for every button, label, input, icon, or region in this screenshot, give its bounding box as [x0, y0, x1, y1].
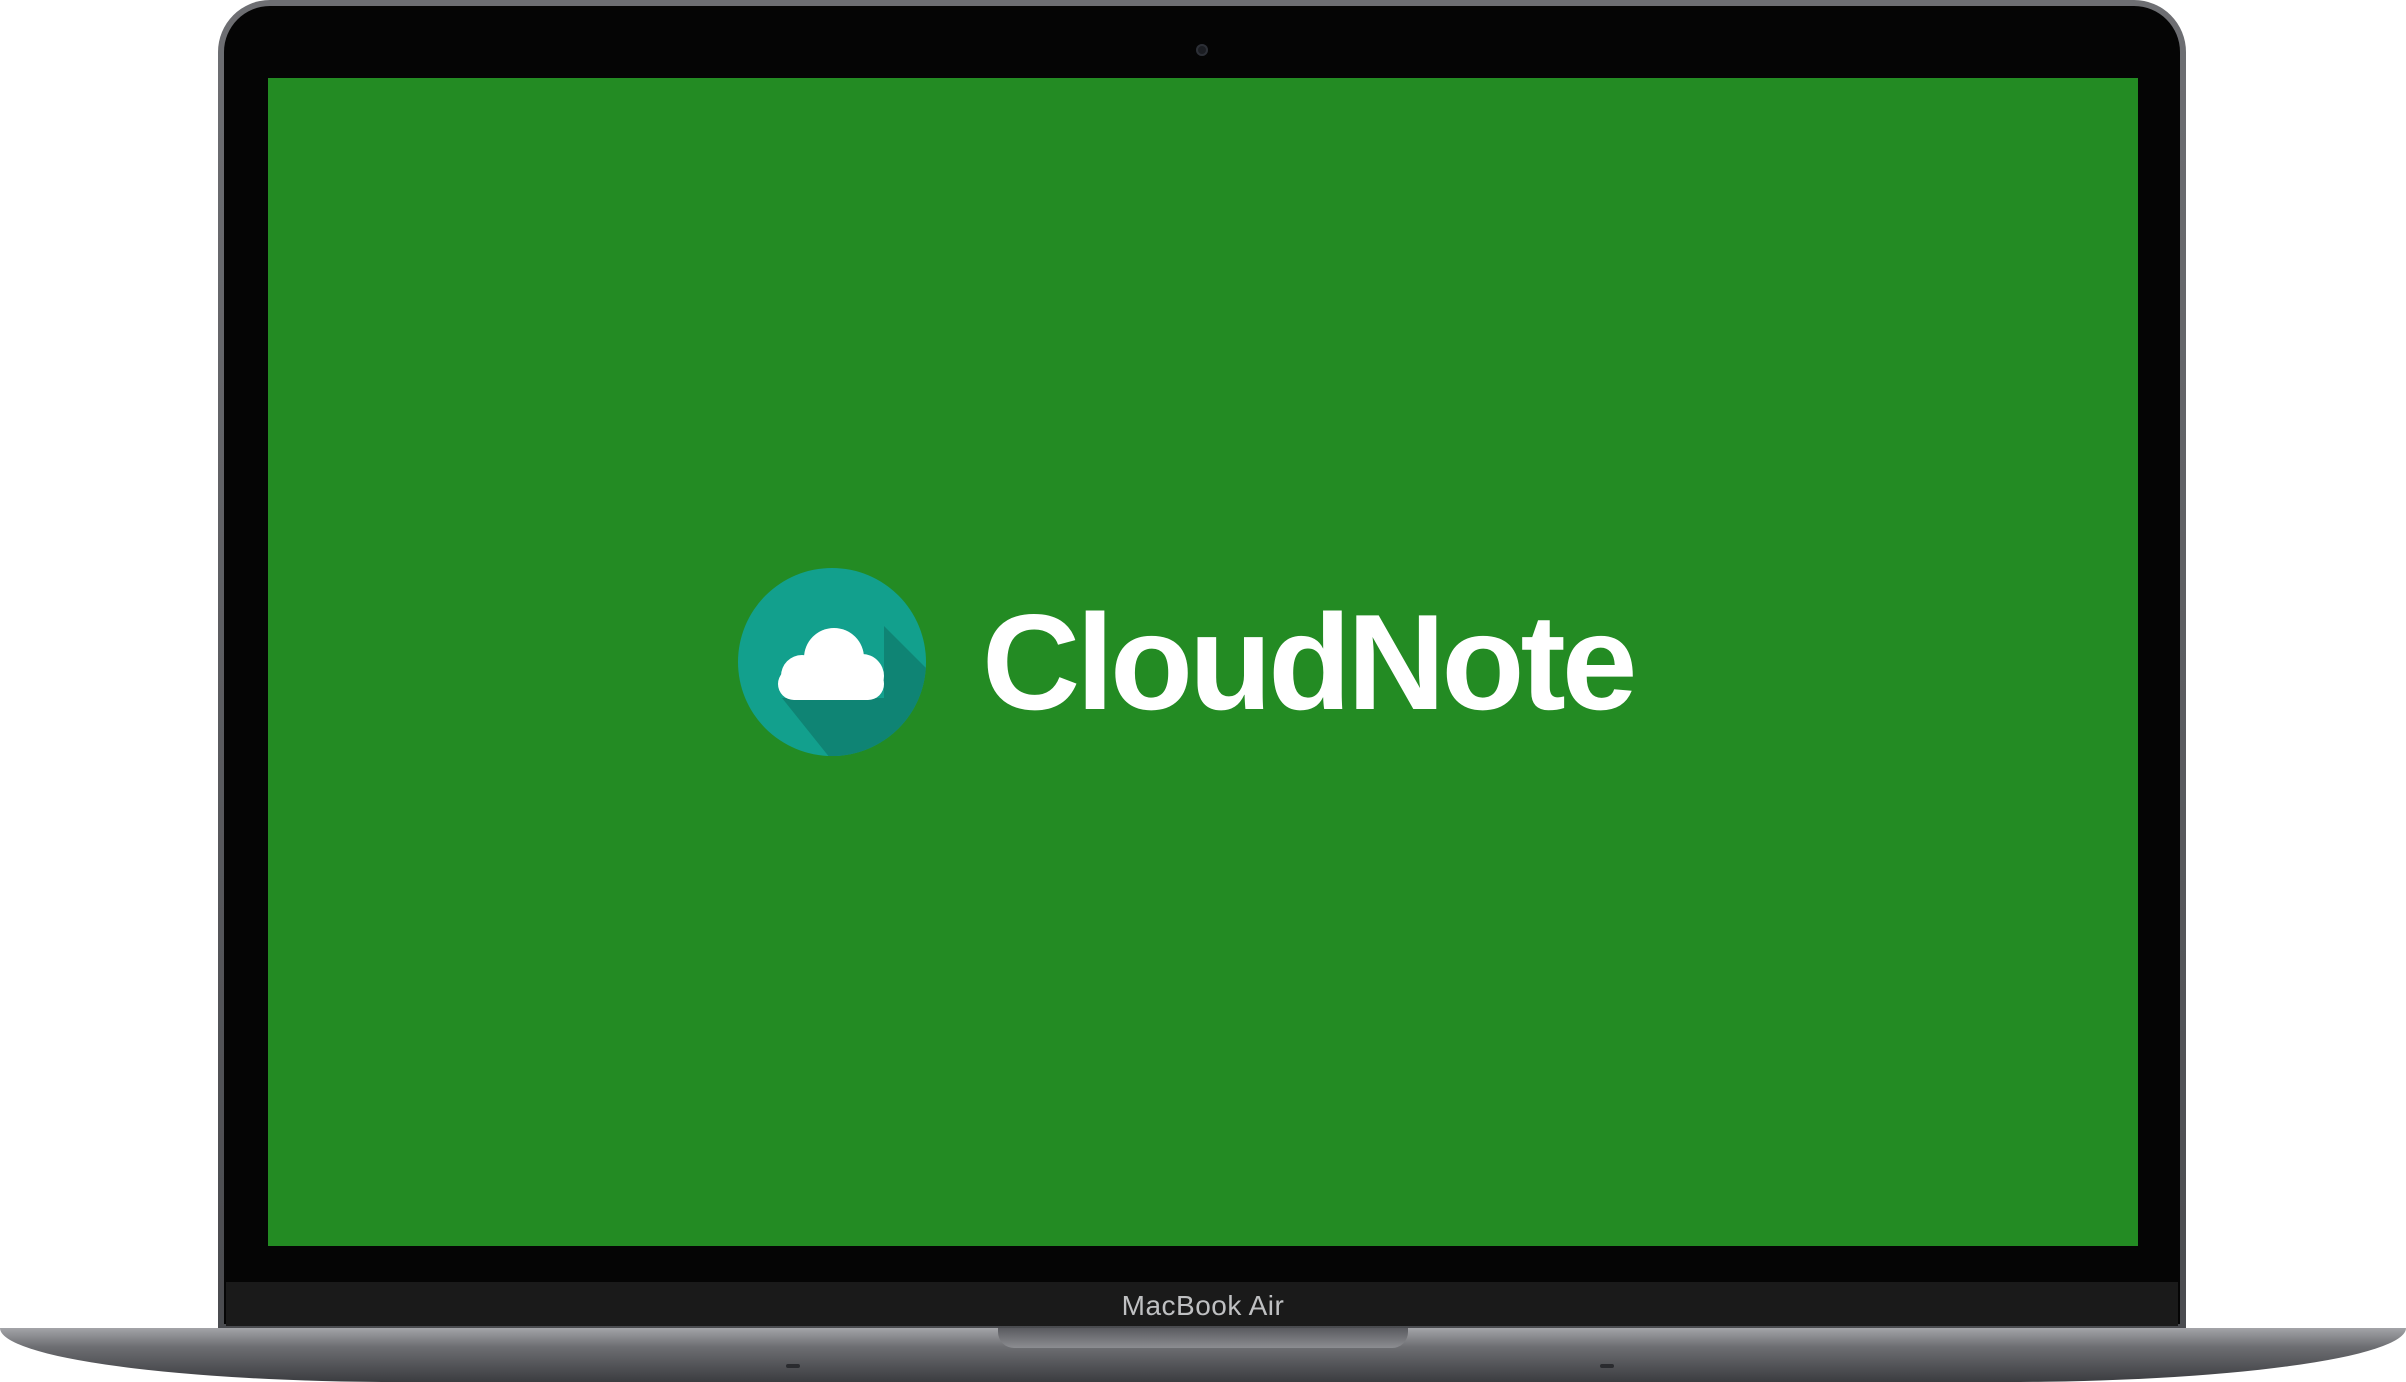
laptop-foot-left [786, 1364, 800, 1368]
app-splash-screen: CloudNote [268, 78, 2138, 1246]
brand-logo: CloudNote [738, 566, 1637, 758]
app-name: CloudNote [982, 586, 1637, 738]
laptop-foot-right [1600, 1364, 1614, 1368]
screen-chin [226, 1282, 2178, 1326]
cloud-icon [738, 568, 926, 756]
lid-opening-notch [998, 1328, 1408, 1348]
device-model-label: MacBook Air [1121, 1290, 1285, 1321]
camera-icon [1196, 44, 1208, 56]
